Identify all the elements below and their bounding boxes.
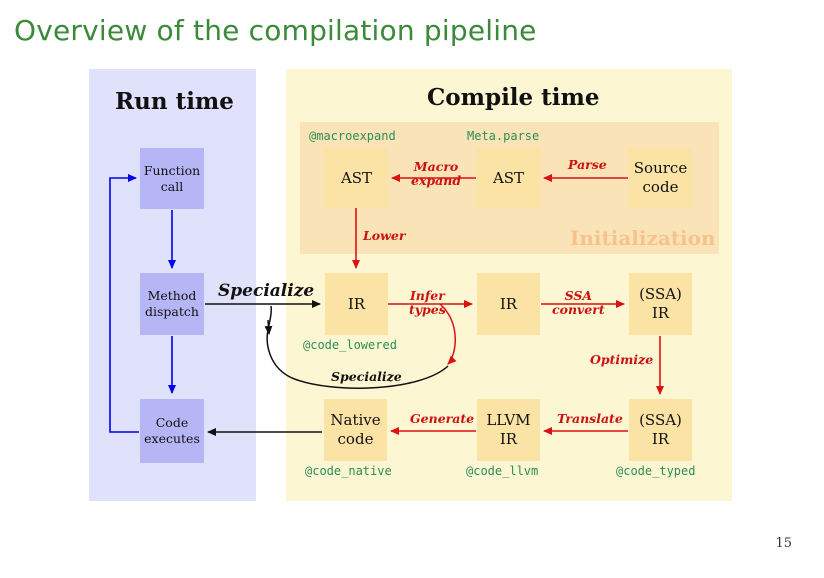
translate-edge-label: Translate <box>557 411 623 426</box>
ir-lowered-node: IR <box>325 273 388 335</box>
runtime-title: Run time <box>115 88 234 115</box>
initialization-title: Initialization <box>570 226 716 250</box>
source-code-node: Source code <box>629 148 692 208</box>
specialize-loop-edge-label: Specialize <box>331 369 402 384</box>
ssa-convert-edge-label: SSA convert <box>552 288 605 318</box>
code-typed-label: @code_typed <box>616 464 696 478</box>
ast-expanded-node: AST <box>325 148 388 208</box>
arrow-execute-loop-back <box>109 174 139 433</box>
native-code-node: Native code <box>324 399 387 461</box>
macro-expand-edge-label: Macro expand <box>411 159 462 189</box>
parse-edge-label: Parse <box>568 157 607 172</box>
infer-types-edge-label: Infer types <box>409 288 446 318</box>
llvm-ir-node: LLVM IR <box>477 399 540 461</box>
curve-specialize-loop-head <box>264 319 273 335</box>
curve-infer-loop-red <box>439 303 457 365</box>
ast-parsed-node: AST <box>477 148 540 208</box>
function-call-node: Function call <box>140 148 204 209</box>
ir-inferred-node: IR <box>477 273 540 335</box>
macroexpand-label: @macroexpand <box>309 129 396 143</box>
curve-specialize-loop-black <box>266 305 449 389</box>
lower-edge-label: Lower <box>363 228 406 243</box>
generate-edge-label: Generate <box>410 411 475 426</box>
method-dispatch-node: Method dispatch <box>140 273 204 335</box>
compile-time-title: Compile time <box>427 84 600 111</box>
optimize-edge-label: Optimize <box>590 352 654 367</box>
code-llvm-label: @code_llvm <box>466 464 539 478</box>
meta-parse-label: Meta.parse <box>467 129 540 143</box>
code-lowered-label: @code_lowered <box>303 338 397 352</box>
page-number: 15 <box>775 536 792 551</box>
code-executes-node: Code executes <box>140 399 204 463</box>
slide-title: Overview of the compilation pipeline <box>14 14 537 47</box>
ssa-ir-node: (SSA) IR <box>629 273 692 335</box>
specialize-edge-label: Specialize <box>218 281 315 301</box>
code-native-label: @code_native <box>305 464 392 478</box>
ssa-ir-typed-node: (SSA) IR <box>629 399 692 461</box>
